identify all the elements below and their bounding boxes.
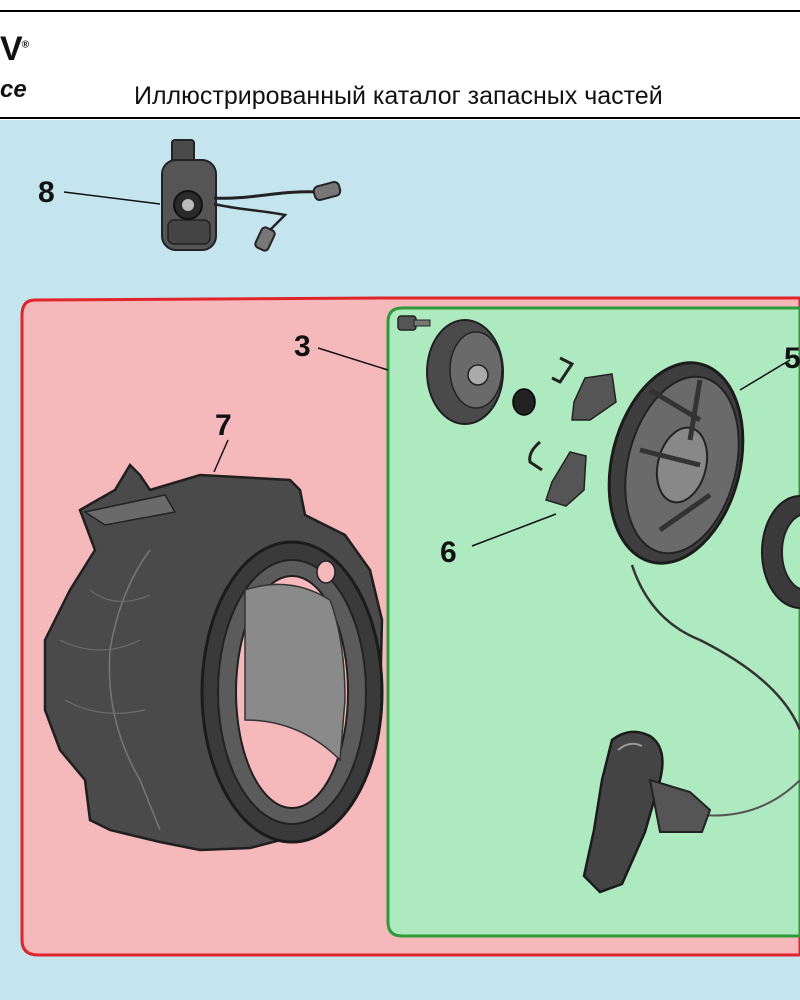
exploded-view: 8 7 3 [20,139,800,957]
brand-logo-bottom: ce [0,76,27,103]
brand-logo-top: V® [0,30,29,69]
leader-line-3 [317,347,389,371]
starter-rope-end [699,779,800,817]
callout-3: 3 [294,330,311,363]
starter-ratchet-part [426,319,504,425]
callout-8: 8 [38,176,55,209]
header-bottom-rule [0,117,800,119]
leader-line-5 [739,359,791,391]
logo-text-top: V [0,30,23,68]
starter-rope-part [630,564,800,731]
parts-diagram: 8 7 3 [0,120,800,1000]
page-header: V® ce Иллюстрированный каталог запасных … [0,0,800,120]
starter-bolt-part [397,315,431,331]
starter-handle-part [582,730,712,894]
logo-registered-mark: ® [21,39,29,51]
starter-spring-small-part [512,356,575,472]
recoil-spring-part [761,495,800,609]
catalog-title: Иллюстрированный каталог запасных частей [134,82,663,110]
leader-line-8 [63,191,161,205]
callout-6: 6 [440,536,457,569]
callout-5: 5 [784,342,800,375]
callout-7: 7 [215,409,232,442]
blower-housing-part [43,462,384,852]
leader-line-6 [471,513,557,547]
leader-line-7 [213,439,229,473]
ignition-coil-part [161,139,342,252]
recoil-pulley-part [607,361,745,565]
header-top-rule [0,10,800,12]
starter-pawl-part [545,373,617,507]
